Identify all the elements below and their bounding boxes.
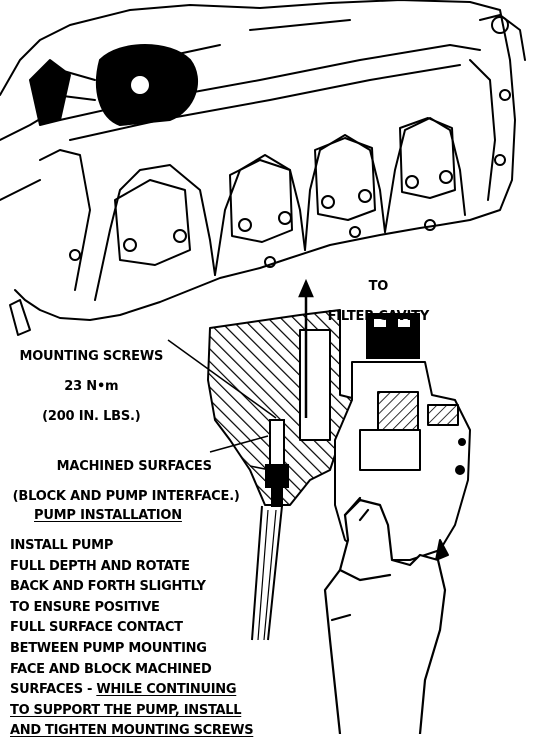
instruction-line: AND TIGHTEN MOUNTING SCREWS <box>10 723 254 739</box>
instruction-line: TO ENSURE POSITIVE <box>10 599 160 615</box>
instruction-line: SURFACES - <box>10 682 97 698</box>
mounting-screws-title: MOUNTING SCREWS <box>19 349 164 364</box>
mounting-screws-label: MOUNTING SCREWS 23 N•m (200 IN. LBS.) <box>4 334 170 424</box>
filter-cavity-label: TO FILTER CAVITY <box>316 264 432 324</box>
instructions-heading: PUMP INSTALLATION <box>34 508 182 523</box>
instruction-line: BETWEEN PUMP MOUNTING <box>10 640 207 656</box>
filter-cavity-arrow <box>298 278 314 418</box>
mounting-screw <box>251 419 289 641</box>
instruction-line: FULL SURFACE CONTACT <box>10 620 183 636</box>
instruction-line: TO SUPPORT THE PUMP, INSTALL <box>10 702 242 718</box>
instructions-text: INSTALL PUMP FULL DEPTH AND ROTATE BACK … <box>10 536 254 742</box>
hand-illustration <box>323 496 447 734</box>
engine-block-illustration <box>0 0 526 336</box>
instruction-line: FACE AND BLOCK MACHINED <box>10 661 212 677</box>
mounting-screws-torque: 23 N•m <box>64 379 119 394</box>
leader-lines <box>167 339 277 471</box>
filter-cavity-label-line2: FILTER CAVITY <box>327 309 430 324</box>
instruction-line: FULL DEPTH AND ROTATE <box>10 558 190 574</box>
filter-cavity-label-line1: TO <box>368 279 389 294</box>
machined-surfaces-label: MACHINED SURFACES (BLOCK AND PUMP INTERF… <box>4 444 240 504</box>
machined-surfaces-line2: (BLOCK AND PUMP INTERFACE.) <box>12 489 240 504</box>
machined-surfaces-line1: MACHINED SURFACES <box>56 459 212 474</box>
mounting-screws-inlbs: (200 IN. LBS.) <box>42 409 141 424</box>
instruction-line-with-emphasis: SURFACES - WHILE CONTINUING <box>10 680 253 701</box>
instruction-line: INSTALL PUMP <box>10 538 114 553</box>
filter-outlet-fitting <box>366 313 420 359</box>
instruction-emphasis: WHILE CONTINUING <box>96 682 237 698</box>
instruction-line: BACK AND FORTH SLIGHTLY <box>10 579 206 595</box>
